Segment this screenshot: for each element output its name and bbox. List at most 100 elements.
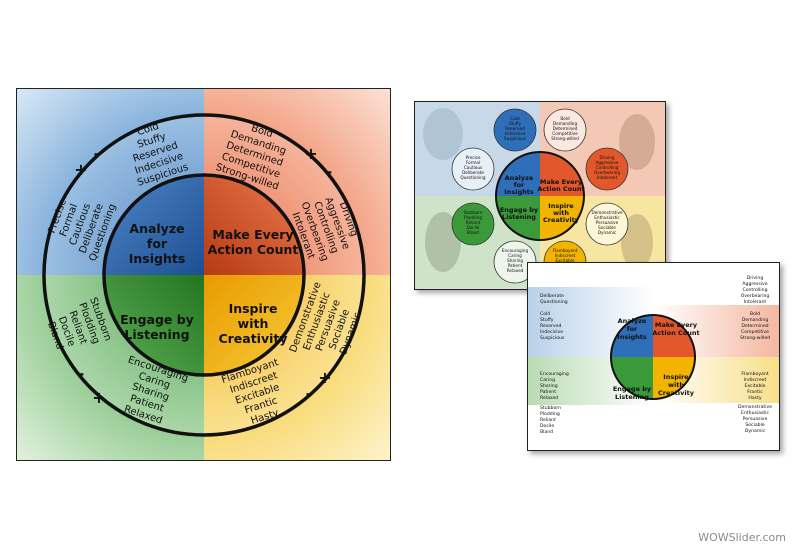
traits-green-pos: Encouraging Caring Sharing Patient Relax… — [123, 355, 190, 427]
engage-title-2: Listening — [502, 213, 536, 221]
trait-item: Bland — [540, 429, 553, 435]
trait-item: Frantic — [747, 389, 763, 395]
trait-item: Formal — [466, 160, 480, 165]
trait-item: Sharing — [507, 258, 523, 263]
trait-item: Competitive — [552, 131, 578, 136]
inspire-title-1: Inspire — [663, 373, 689, 381]
engage-title-2: Listening — [615, 393, 649, 401]
slide-thumbnail-circles: Analyze for Insights Make Every Action C… — [414, 101, 666, 290]
inner-quadrant-green — [104, 275, 204, 375]
trait-item: Controlling — [743, 287, 768, 293]
main-diagram: Analyze for Insights Make Every Action C… — [17, 89, 390, 460]
trait-item: Driving — [747, 275, 764, 281]
trait-item: Overbearing — [594, 170, 620, 175]
slide-thumbnail-bands: Analyze for Insights Make Every Action C… — [527, 262, 780, 451]
trait-item: Flamboyant — [741, 371, 768, 377]
inner-quadrant-yellow — [204, 275, 304, 375]
trait-item: Relaxed — [540, 395, 558, 401]
trait-item: Strong-willed — [740, 335, 770, 341]
trait-item: Indecisive — [505, 131, 526, 136]
trait-item: Flamboyant — [553, 248, 578, 253]
trait-item: Bold — [750, 311, 760, 317]
action-title-1: Make Every — [212, 227, 293, 242]
trait-item: Bold — [560, 116, 570, 121]
minus-sign: - — [326, 162, 333, 181]
inspire-title-3: Creativity — [658, 389, 695, 397]
trait-item: Precise — [466, 155, 481, 160]
trait-item: Cautious — [464, 165, 482, 170]
analyze-title-3: Insights — [617, 333, 647, 341]
minus-sign: - — [78, 364, 85, 383]
analyze-title-3: Insights — [129, 251, 186, 266]
trait-item: Stubborn — [540, 405, 561, 411]
analyze-title-3: Insights — [504, 188, 534, 196]
trait-item: Patient — [508, 263, 523, 268]
action-title-2: Action Count — [537, 185, 584, 193]
trait-item: Cold — [540, 311, 550, 317]
action-title-1: Make Every — [655, 321, 698, 329]
inner-ring — [102, 173, 306, 377]
trait-item: Aggressive — [742, 281, 767, 287]
action-title-2: Action Count — [652, 329, 699, 337]
trait-item: Indecisive — [540, 329, 563, 335]
trait-item: Sociable — [598, 225, 616, 230]
analyze-title-1: Analyze — [129, 221, 184, 236]
trait-item: Controlling — [596, 165, 619, 170]
trait-item: Demonstrative — [738, 404, 772, 410]
trait-item: Excitable — [745, 383, 766, 389]
analyze-title-2: for — [147, 236, 168, 251]
trait-item: Aggressive — [596, 160, 619, 165]
inspire-title-1: Inspire — [548, 202, 574, 210]
trait-item: Enthusiastic — [741, 410, 769, 416]
main-diagram-panel: Analyze for Insights Make Every Action C… — [16, 88, 391, 461]
trait-item: Enthusiastic — [594, 215, 620, 220]
trait-item: Docile — [467, 225, 480, 230]
trait-item: Sharing — [540, 383, 558, 389]
trait-item: Intolerant — [597, 175, 618, 180]
inner-quadrant-blue — [104, 175, 204, 275]
trait-item: Encouraging — [540, 371, 569, 377]
analyze-title-2: for — [627, 325, 638, 333]
trait-item: Competitive — [741, 329, 769, 335]
engage-title-1: Engage by — [120, 312, 194, 327]
minus-sign: - — [306, 384, 313, 403]
minus-sign: - — [94, 144, 101, 163]
trait-item: Deliberate — [540, 293, 564, 299]
plus-sign: + — [74, 160, 87, 179]
analyze-title-1: Analyze — [618, 317, 647, 325]
trait-item: Overbearing — [741, 293, 770, 299]
trait-item: Suspicious — [504, 136, 526, 141]
trait-item: Cold — [510, 116, 520, 121]
trait-item: Excitable — [555, 258, 575, 263]
trait-item: Relaxed — [507, 268, 524, 273]
trait-item: Strong-willed — [551, 136, 579, 141]
trait-item: Indiscreet — [744, 377, 767, 383]
trait-item: Plodding — [464, 215, 482, 220]
trait-item: Reserved — [540, 323, 561, 329]
trait-item: Reserved — [505, 126, 525, 131]
inspire-title-3: Creativity — [218, 331, 287, 346]
trait-item: Reliant — [540, 417, 556, 423]
trait-item: Reliant — [466, 220, 481, 225]
bands-diagram: Analyze for Insights Make Every Action C… — [528, 275, 779, 435]
trait-item: Stubborn — [463, 210, 482, 215]
engage-title-2: Listening — [124, 327, 189, 342]
trait-item: Demanding — [742, 317, 769, 323]
inspire-title-2: with — [668, 381, 684, 389]
trait-item: Sociable — [745, 422, 765, 428]
trait-item: Persuasive — [743, 416, 768, 422]
trait-item: Stuffy — [540, 317, 554, 323]
inner-quadrant-red — [204, 175, 304, 275]
trait-item: Intolerant — [744, 299, 767, 305]
inspire-title-1: Inspire — [229, 301, 278, 316]
plus-sign: + — [318, 368, 331, 387]
action-title-1: Make Every — [540, 178, 583, 186]
plus-sign: + — [304, 144, 317, 163]
trait-item: Patient — [540, 389, 556, 395]
trait-item: Docile — [540, 423, 554, 429]
trait-item: Determined — [553, 126, 578, 131]
trait-item: Determined — [741, 323, 768, 329]
traits-yellow-pos: Demonstrative Enthusiastic Persuasive So… — [288, 281, 364, 357]
engage-title-1: Engage by — [500, 206, 539, 214]
action-title-2: Action Count — [208, 242, 299, 257]
